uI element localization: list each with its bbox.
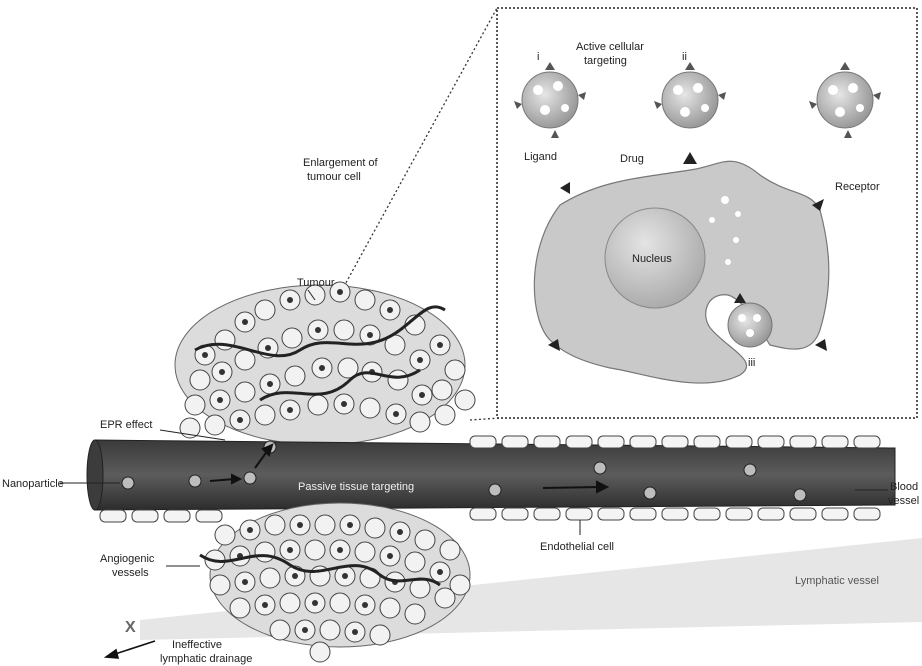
internalized-nanoparticle-iii [728, 303, 772, 347]
label-ineffective-2: lymphatic drainage [160, 653, 252, 665]
label-blood-2: vessel [888, 495, 919, 507]
label-angiogenic-1: Angiogenic [100, 553, 155, 565]
label-endothelial: Endothelial cell [540, 541, 614, 553]
label-active-targeting-2: targeting [584, 55, 627, 67]
label-drug: Drug [620, 153, 644, 165]
label-receptor: Receptor [835, 181, 880, 193]
label-enlargement-1: Enlargement of [303, 157, 379, 169]
vessel-end [87, 440, 103, 510]
blood-vessel [90, 440, 895, 510]
label-tumour: Tumour [297, 277, 335, 289]
label-active-targeting-1: Active cellular [576, 41, 644, 53]
label-ii: ii [682, 51, 687, 63]
endothelial-cells-bottom [100, 508, 880, 522]
x-mark-icon: X [125, 619, 136, 636]
label-nanoparticle: Nanoparticle [2, 478, 64, 490]
label-i: i [537, 51, 539, 63]
label-epr-effect: EPR effect [100, 419, 152, 431]
label-enlargement-2: tumour cell [307, 171, 361, 183]
label-blood-1: Blood [890, 481, 918, 493]
label-lymphatic: Lymphatic vessel [795, 575, 879, 587]
label-nucleus: Nucleus [632, 253, 672, 265]
label-passive-targeting: Passive tissue targeting [298, 481, 414, 493]
drainage-arrow-icon [106, 641, 155, 658]
label-ligand: Ligand [524, 151, 557, 163]
label-angiogenic-2: vessels [112, 567, 149, 579]
label-ineffective-1: Ineffective [172, 639, 222, 651]
label-iii: iii [748, 357, 755, 369]
